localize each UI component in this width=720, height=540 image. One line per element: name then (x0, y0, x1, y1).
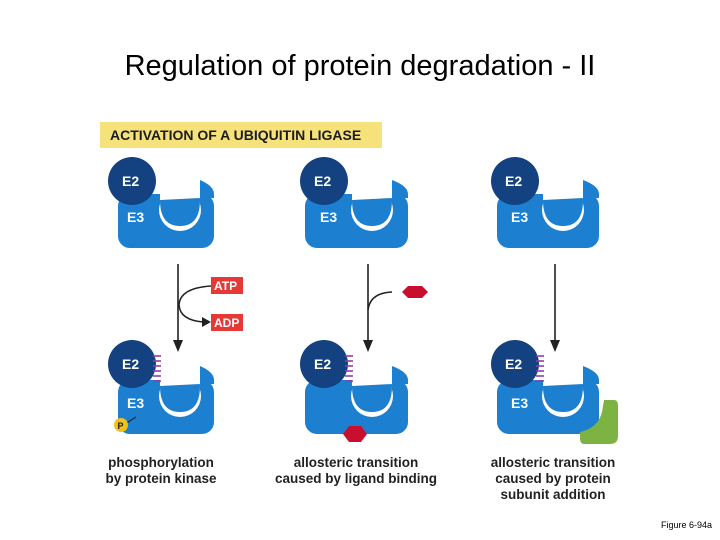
complex-bottom-1: E2 E3 P (108, 340, 214, 434)
e2-circle (108, 340, 156, 388)
atp-box (211, 277, 243, 294)
e2-circle (300, 340, 348, 388)
arrow-head (550, 340, 560, 352)
ligand-hexagon (402, 286, 428, 298)
phosphate-label: P (118, 421, 124, 431)
e3-label: E3 (511, 209, 528, 225)
e3-arm (543, 180, 599, 226)
ubiquitin-chain (536, 355, 544, 382)
e3-arm (160, 180, 214, 226)
caption-subunit-addition: allosteric transition caused by protein … (490, 455, 616, 502)
e2-circle (108, 157, 156, 205)
adp-label: ADP (214, 316, 239, 330)
e3-label: E3 (320, 209, 337, 225)
e2-label: E2 (314, 173, 331, 189)
atp-label: ATP (214, 279, 237, 293)
e3-label: E3 (127, 395, 144, 411)
arrow-head (363, 340, 373, 352)
phosphate-circle (114, 418, 128, 432)
e2-circle (491, 340, 539, 388)
ubiquitin-chain (345, 355, 353, 382)
atp-curve (178, 285, 212, 323)
banner-label: ACTIVATION OF A UBIQUITIN LIGASE (110, 127, 362, 143)
section-banner: ACTIVATION OF A UBIQUITIN LIGASE (100, 122, 382, 148)
complex-top-2: E2 E3 (300, 157, 408, 248)
page-title: Regulation of protein degradation - II (124, 50, 596, 82)
e3-label: E3 (127, 209, 144, 225)
e2-label: E2 (505, 173, 522, 189)
e3-label: E3 (511, 395, 528, 411)
arrow-ligand (363, 264, 428, 352)
e2-label: E2 (314, 356, 331, 372)
added-subunit (580, 400, 618, 444)
ligand-curve (367, 291, 393, 311)
e3-arm (543, 366, 599, 412)
ubiquitin-chain (153, 355, 161, 382)
e2-label: E2 (122, 356, 139, 372)
complex-bottom-2: E2 (300, 340, 408, 442)
bound-ligand (343, 426, 367, 442)
arrow-head (173, 340, 183, 352)
caption-phosphorylation: phosphorylation by protein kinase (105, 455, 217, 486)
caption-ligand-binding: allosteric transition caused by ligand b… (274, 455, 437, 486)
complex-bottom-3: E2 E3 (491, 340, 618, 444)
e3-arm (160, 366, 214, 412)
complex-top-1: E2 E3 (108, 157, 214, 248)
e2-label: E2 (122, 173, 139, 189)
e3-arm (352, 366, 408, 412)
e2-label: E2 (505, 356, 522, 372)
adp-arrow-head (202, 317, 211, 327)
figure-reference: Figure 6-94a (660, 520, 712, 530)
e2-circle (300, 157, 348, 205)
e3-arm (352, 180, 408, 226)
arrow-subunit (550, 264, 560, 352)
complex-top-3: E2 E3 (491, 157, 599, 248)
adp-box (211, 314, 243, 331)
e2-circle (491, 157, 539, 205)
arrow-phosphorylation: ATP ADP (173, 264, 243, 352)
